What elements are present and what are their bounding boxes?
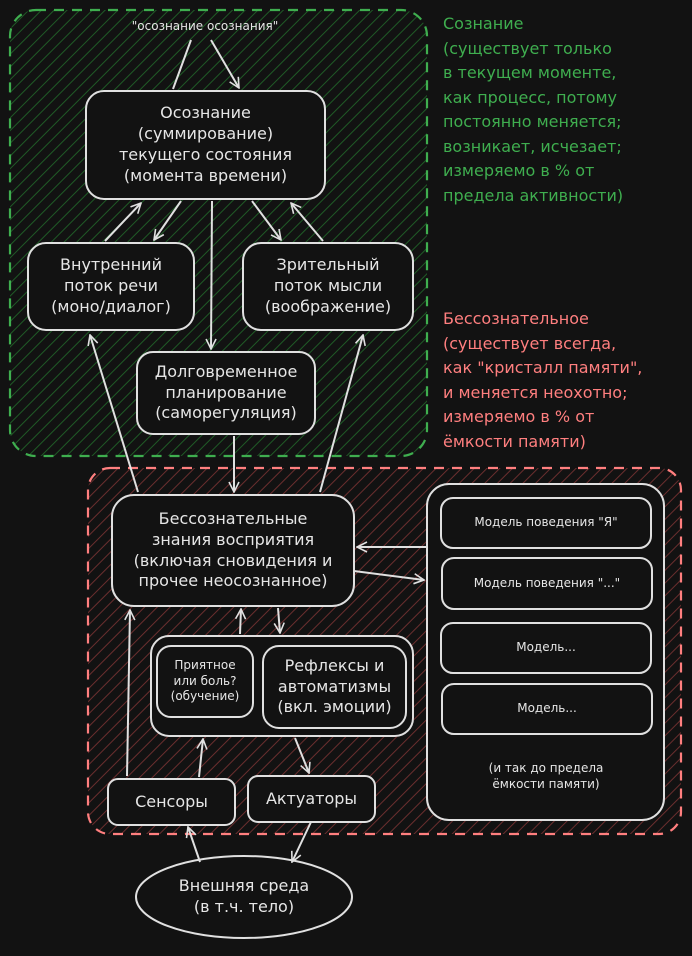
- long-term-planning-node: Долговременное планирование (саморегуляц…: [154, 361, 298, 423]
- conscious-note: Сознание (существует только в текущем мо…: [443, 14, 624, 205]
- model-item: Модель поведения "Я": [474, 515, 618, 530]
- arrow-inner-speech-to-awareness: [104, 203, 141, 242]
- model-item: Модель...: [516, 640, 576, 655]
- model-box: [440, 497, 652, 549]
- environment-node: Внешняя среда (в т.ч. тело): [178, 876, 310, 916]
- actuators-box: [247, 775, 376, 823]
- arrow-reflexgroup-to-actuators: [294, 737, 309, 773]
- visual-thought-node: Зрительный поток мысли (воображение): [264, 255, 392, 316]
- arrow-unconscious-to-inner-speech: [90, 335, 139, 493]
- arrow-sensors-to-unconscious: [127, 610, 130, 777]
- pleasure-pain-box: [156, 645, 254, 718]
- unconscious-note: Бессознательное (существует всегда, как …: [443, 309, 643, 451]
- reflexes-box: [262, 645, 407, 729]
- long-term-planning-box: [136, 351, 316, 435]
- arrow-awareness-to-planning: [211, 200, 212, 349]
- inner-speech-box: [27, 242, 195, 331]
- actuators-node: Актуаторы: [265, 788, 358, 808]
- visual-thought-box: [242, 242, 414, 331]
- models-footer: (и так до предела ёмкости памяти): [488, 761, 604, 791]
- arrow-visual-to-awareness: [291, 203, 324, 242]
- unconscious-knowledge-box: [111, 494, 355, 607]
- awareness-box: [85, 90, 326, 200]
- arrow-actuators-to-environment: [292, 821, 312, 862]
- model-item: Модель поведения "...": [473, 575, 621, 590]
- model-box: [440, 622, 652, 674]
- reflexes-node: Рефлексы и автоматизмы (вкл. эмоции): [277, 655, 392, 717]
- meta-awareness-label: "осознание осознания": [131, 19, 279, 34]
- environment-ellipse: [135, 855, 353, 939]
- arrow-awareness-to-meta: [172, 39, 192, 90]
- pleasure-pain-node: Приятное или боль? (обучение): [170, 658, 240, 704]
- arrow-environment-to-sensors: [188, 827, 201, 863]
- sensors-node: Сенсоры: [135, 791, 208, 811]
- arrow-awareness-to-visual: [251, 200, 281, 240]
- model-item: Модель...: [517, 701, 577, 716]
- awareness-node: Осознание (суммирование) текущего состоя…: [118, 103, 293, 185]
- model-box: [441, 683, 653, 735]
- arrow-sensors-to-pleasure: [199, 739, 203, 778]
- arrow-unconscious-to-visual: [319, 335, 363, 493]
- arrow-awareness-to-inner-speech: [154, 200, 182, 240]
- inner-speech-node: Внутренний поток речи (моно/диалог): [51, 255, 171, 316]
- model-box: [441, 557, 653, 610]
- unconscious-knowledge-node: Бессознательные знания восприятия (включ…: [133, 508, 333, 591]
- sensors-box: [107, 778, 236, 826]
- arrow-meta-to-awareness: [210, 39, 239, 88]
- arrow-unconscious-to-reflexgroup: [278, 607, 280, 633]
- arrow-reflexgroup-to-unconscious: [240, 609, 241, 635]
- arrow-unconscious-to-models: [353, 570, 424, 580]
